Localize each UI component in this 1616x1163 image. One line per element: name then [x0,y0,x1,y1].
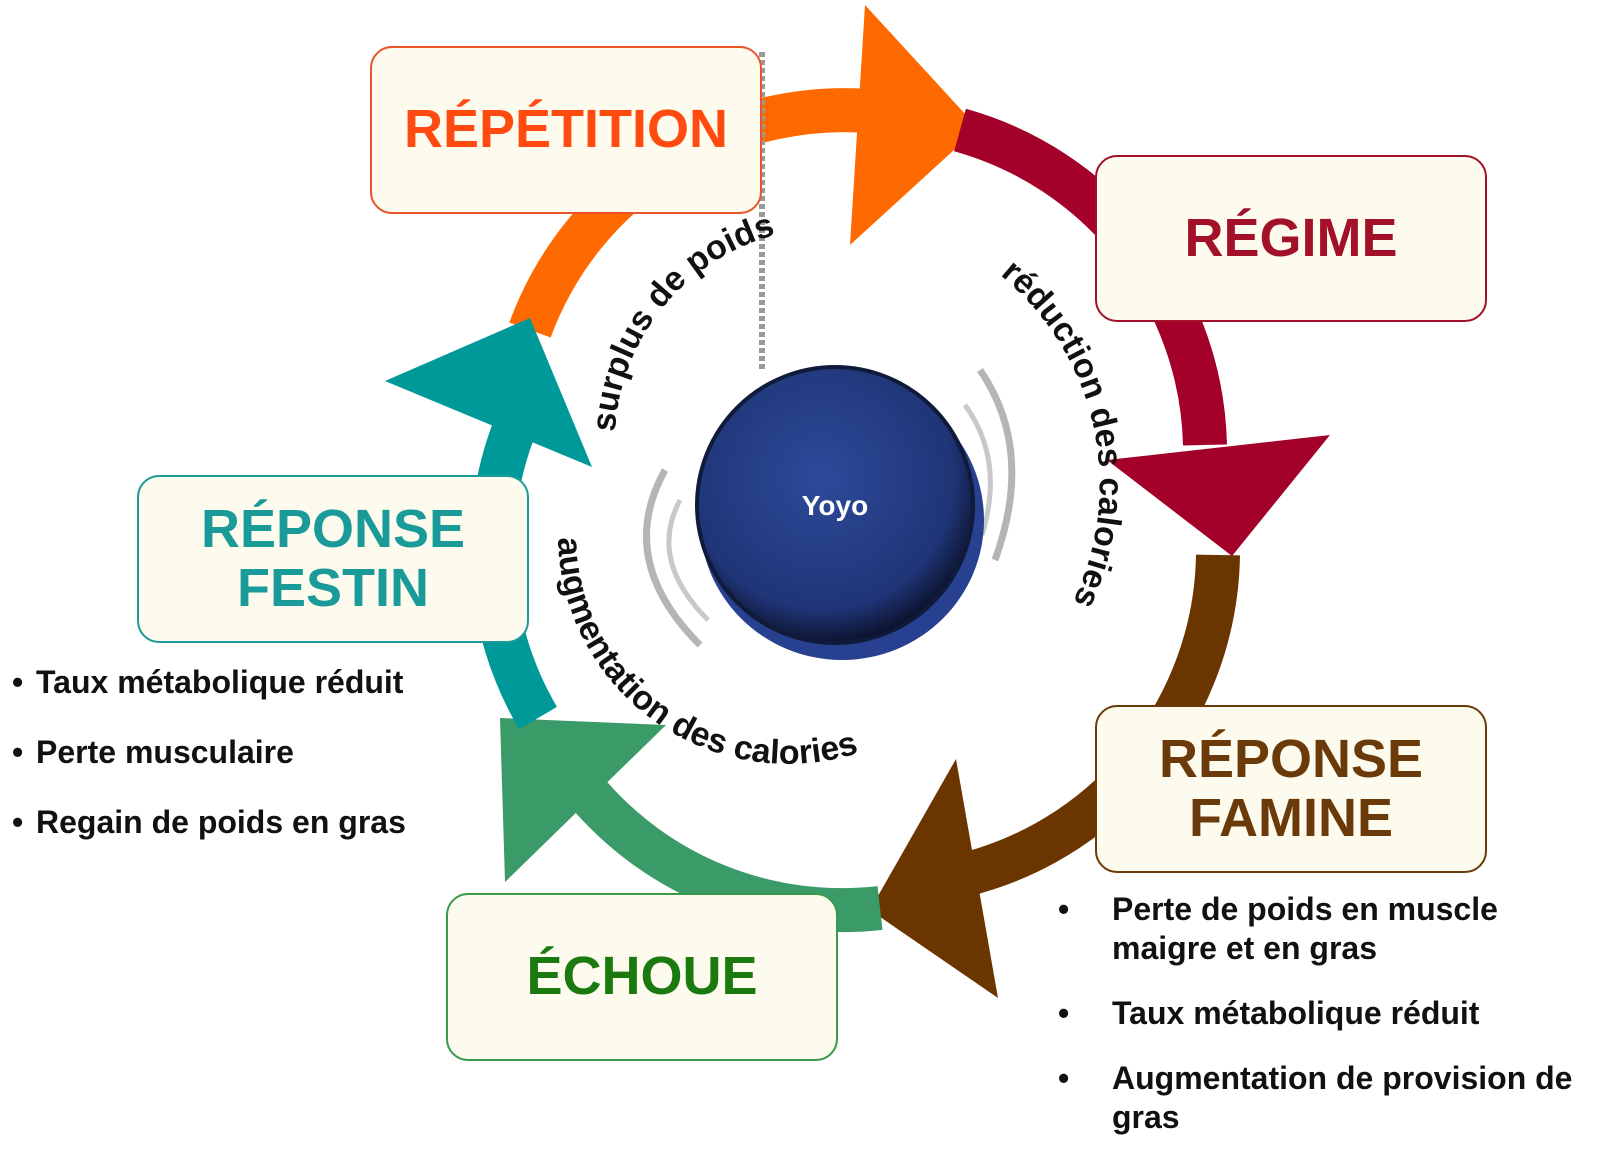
yoyo-diet-cycle-diagram: Yoyo surplus de poids réduction des calo… [12,5,1572,1135]
bullet-icon: • [12,804,24,840]
motion-line-right [977,368,1016,562]
bullet-icon: • [1058,1060,1070,1097]
arrowhead-regime [1107,435,1330,556]
list-item-text: Taux métabolique réduit [36,664,404,700]
stage-box-festin: RÉPONSE FESTIN [137,475,529,643]
list-item-text: Taux métabolique réduit [1112,995,1480,1032]
list-item: • Taux métabolique réduit [12,664,406,701]
motion-line-left-inner [666,498,710,622]
stage-box-repetition: RÉPÉTITION [370,46,762,214]
list-item: • Perte musculaire [12,734,406,771]
bullet-icon: • [1058,891,1070,927]
motion-line-right-inner [962,403,993,536]
yoyo-body [697,367,973,643]
yoyo-outline [695,365,975,645]
list-item-text: Perte musculaire [36,734,294,770]
festin-consequences-list: • Taux métabolique réduit • Perte muscul… [12,664,406,874]
yoyo-label: Yoyo [802,490,868,521]
list-item: • Regain de poids en gras [12,804,406,841]
stage-box-regime: RÉGIME [1095,155,1487,322]
list-item: • Augmentation de provision de gras [1048,1059,1608,1137]
bullet-icon: • [1058,995,1070,1032]
list-item: • Taux métabolique réduit [1048,994,1608,1033]
stage-box-famine: RÉPONSE FAMINE [1095,705,1487,873]
bullet-icon: • [12,734,24,770]
list-item-text: Perte de poids en muscle maigre et en gr… [1112,891,1498,967]
famine-consequences-list: • Perte de poids en muscle maigre et en … [1048,890,1608,1163]
stage-label-repetition: RÉPÉTITION [403,99,729,160]
stage-label-festin-line1: RÉPONSE [200,498,466,559]
arrowhead-echoue [500,718,666,882]
list-item-text: Augmentation de provision de gras [1112,1060,1573,1136]
stage-label-echoue: ÉCHOUE [526,946,758,1007]
bullet-icon: • [12,664,24,700]
stage-label-famine-line2: FAMINE [1188,788,1393,848]
stage-label-festin-line2: FESTIN [236,558,429,618]
motion-line-left [643,468,703,648]
stage-label-regime: RÉGIME [1184,207,1398,268]
list-item: • Perte de poids en muscle maigre et en … [1048,890,1608,968]
arrowhead-famine [870,759,998,998]
stage-label-famine-line1: RÉPONSE [1158,728,1424,789]
arrowhead-festin [385,318,592,467]
arrowhead-repetition [850,5,978,245]
cycle-graphic: Yoyo surplus de poids réduction des calo… [385,5,1330,998]
stage-box-echoue: ÉCHOUE [446,893,838,1061]
list-item-text: Regain de poids en gras [36,804,406,840]
